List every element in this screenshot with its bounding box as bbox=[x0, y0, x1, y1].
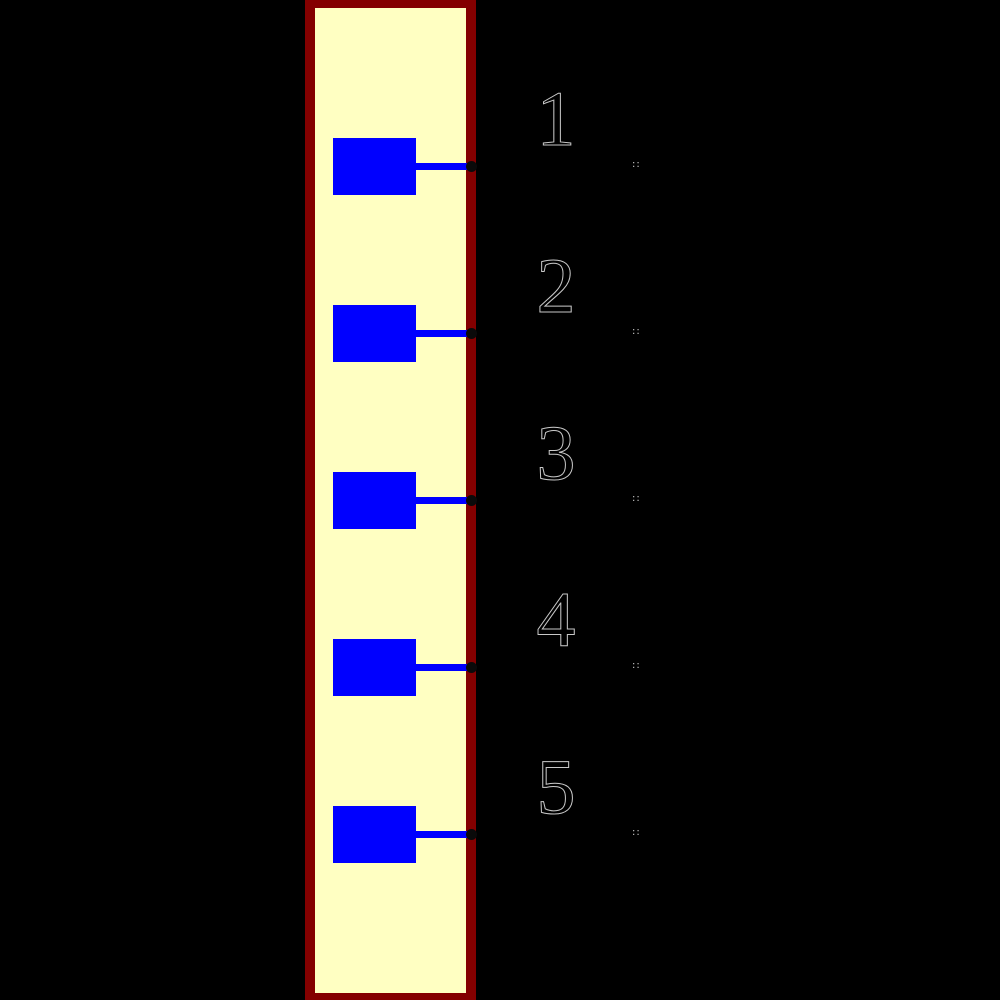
pin-tick-label: :: bbox=[632, 326, 641, 337]
pin-pad[interactable] bbox=[333, 806, 416, 863]
pin-number: 4 bbox=[536, 576, 576, 663]
pin-endpoint-dot[interactable] bbox=[466, 495, 477, 506]
pin-stem[interactable] bbox=[416, 664, 467, 671]
pin-tick-label: :: bbox=[632, 827, 641, 838]
pin-stem[interactable] bbox=[416, 330, 467, 337]
pin-endpoint-dot[interactable] bbox=[466, 161, 477, 172]
pin-endpoint-dot[interactable] bbox=[466, 662, 477, 673]
pin-number: 2 bbox=[536, 242, 576, 329]
pin-number: 3 bbox=[536, 409, 576, 496]
pin-tick-label: :: bbox=[632, 493, 641, 504]
pin-endpoint-dot[interactable] bbox=[466, 328, 477, 339]
pin-number: 5 bbox=[536, 743, 576, 830]
pin-endpoint-dot[interactable] bbox=[466, 829, 477, 840]
pin-pad[interactable] bbox=[333, 472, 416, 529]
pin-pad[interactable] bbox=[333, 305, 416, 362]
pin-tick-label: :: bbox=[632, 159, 641, 170]
pin-pad[interactable] bbox=[333, 138, 416, 195]
pin-tick-label: :: bbox=[632, 660, 641, 671]
pin-stem[interactable] bbox=[416, 497, 467, 504]
pin-number: 1 bbox=[536, 75, 576, 162]
pin-pad[interactable] bbox=[333, 639, 416, 696]
pin-stem[interactable] bbox=[416, 163, 467, 170]
pin-stem[interactable] bbox=[416, 831, 467, 838]
